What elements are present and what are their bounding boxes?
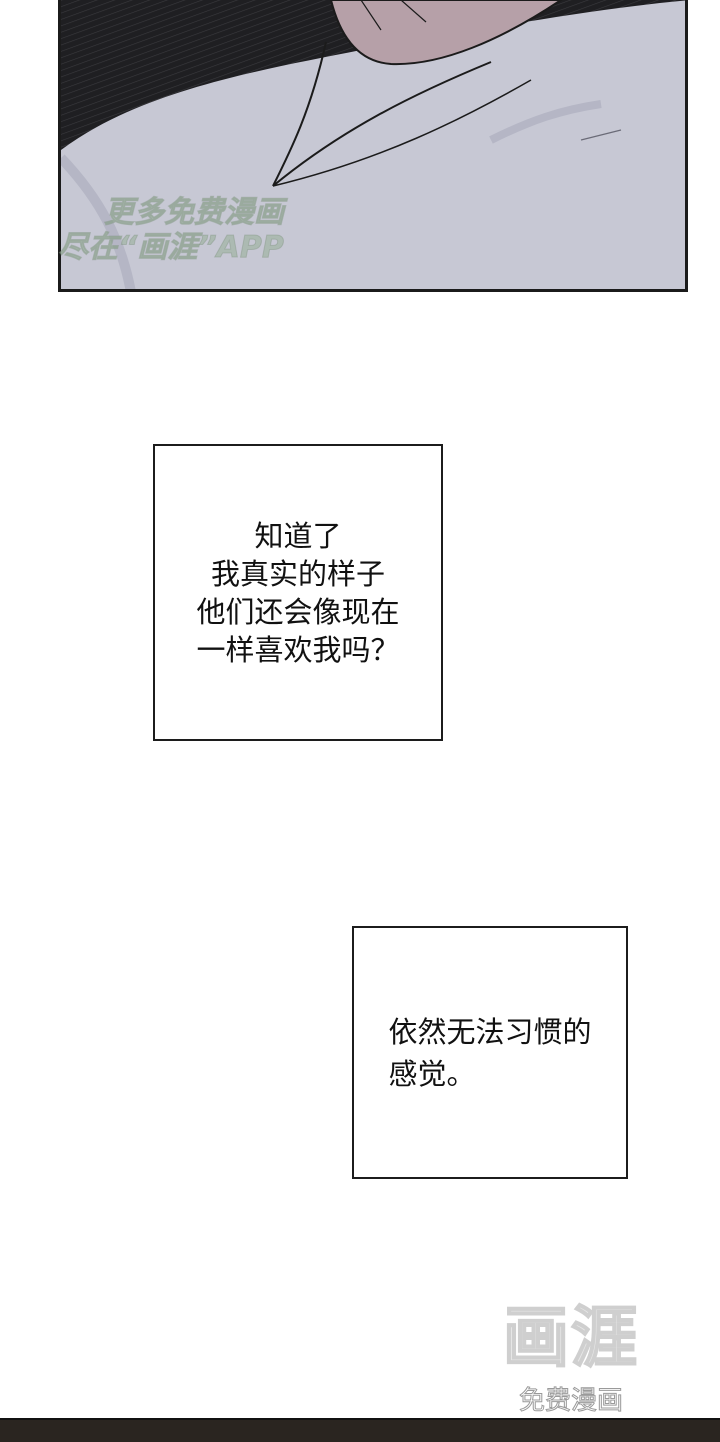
- watermark-top: 更多免费漫画 尽在“画涯”APP: [58, 195, 388, 265]
- shirt-collar-illustration: [61, 0, 685, 289]
- next-panel-edge: [0, 1418, 720, 1442]
- speech-box-1: 知道了 我真实的样子 他们还会像现在 一样喜欢我吗？: [153, 444, 443, 741]
- watermark-bottom: 画涯 免费漫画: [496, 1299, 646, 1417]
- watermark-line2: 尽在“画涯”APP: [58, 229, 285, 265]
- watermark-logo: 画涯: [502, 1299, 639, 1377]
- speech-box-1-text: 知道了 我真实的样子 他们还会像现在 一样喜欢我吗？: [196, 518, 400, 667]
- watermark-subtitle: 免费漫画: [518, 1386, 623, 1417]
- comic-panel-top: [58, 0, 688, 292]
- speech-box-2-text: 依然无法习惯的 感觉。: [388, 1014, 592, 1091]
- speech-box-2: 依然无法习惯的 感觉。: [352, 926, 628, 1179]
- watermark-line1: 更多免费漫画: [104, 195, 285, 230]
